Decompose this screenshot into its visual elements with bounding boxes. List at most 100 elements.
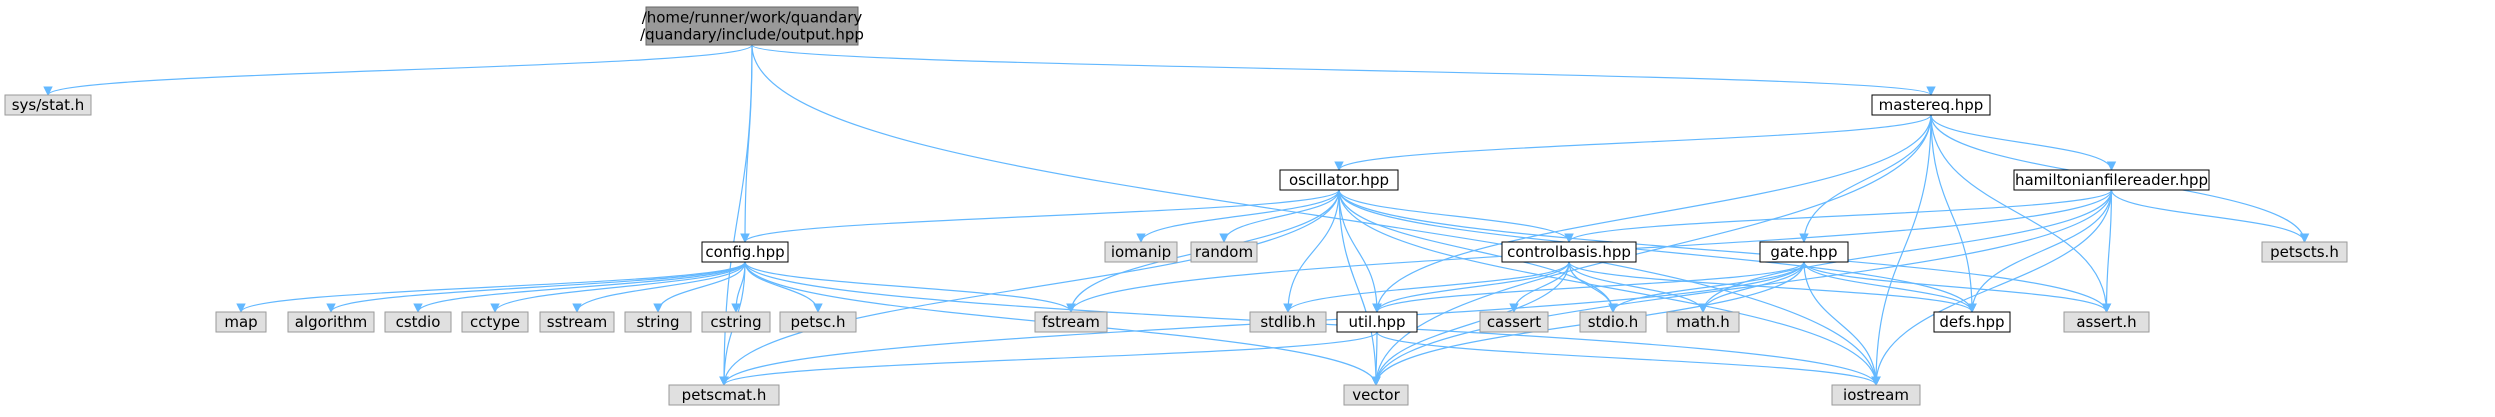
edge-root-to-config — [740, 44, 753, 243]
node-box-math — [1666, 311, 1740, 333]
node-vector: vector — [1343, 384, 1409, 406]
node-root[interactable]: /home/runner/work/quandary/quandary/incl… — [640, 6, 864, 46]
node-stdlib: stdlib.h — [1249, 311, 1327, 333]
edge-gate-to-iostream — [1803, 261, 1881, 386]
node-box-string — [624, 311, 692, 333]
node-label-string: string — [636, 313, 679, 331]
edge-oscillator-to-util — [1338, 189, 1382, 313]
edge-mastereq-to-assert — [1930, 114, 2112, 313]
node-hamiltonian[interactable]: hamiltonianfilereader.hpp — [2013, 169, 2210, 191]
node-label-cstring: cstring — [710, 313, 761, 331]
node-box-random — [1190, 241, 1258, 263]
node-box-fstream — [1034, 311, 1108, 333]
node-oscillator[interactable]: oscillator.hpp — [1279, 169, 1399, 191]
edge-mastereq-to-defs — [1930, 114, 1977, 313]
node-random: random — [1190, 241, 1258, 263]
edge-hamiltonian-to-vector — [1371, 189, 2113, 386]
edge-controlbasis-to-stdlib — [1283, 261, 1570, 313]
node-cstring: cstring — [701, 311, 771, 333]
edge-config-to-cctype — [490, 261, 746, 313]
node-label-cctype: cctype — [470, 313, 520, 331]
node-label-util: util.hpp — [1348, 313, 1405, 331]
edge-gate-to-defs — [1803, 261, 1977, 313]
node-box-stdio — [1579, 311, 1647, 333]
node-box-petscts — [2261, 241, 2348, 263]
node-mastereq[interactable]: mastereq.hpp — [1871, 94, 1991, 116]
node-label-random: random — [1195, 243, 1253, 261]
edge-controlbasis-to-defs — [1568, 261, 1977, 313]
edge-oscillator-to-controlbasis — [1338, 189, 1574, 243]
node-label-sysstat: sys/stat.h — [12, 96, 85, 114]
node-fstream: fstream — [1034, 311, 1108, 333]
node-label-defs: defs.hpp — [1939, 313, 2004, 331]
node-gate[interactable]: gate.hpp — [1759, 241, 1849, 263]
node-sstream: sstream — [539, 311, 615, 333]
node-label-root-line-1: /quandary/include/output.hpp — [640, 26, 864, 44]
node-box-hamiltonian — [2013, 169, 2210, 191]
node-label-cstdio: cstdio — [396, 313, 441, 331]
node-box-cassert — [1479, 311, 1549, 333]
node-stdio: stdio.h — [1579, 311, 1647, 333]
node-petsch: petsc.h — [779, 311, 857, 333]
node-defs[interactable]: defs.hpp — [1933, 311, 2011, 333]
edge-gate-to-util — [1372, 261, 1805, 313]
node-math: math.h — [1666, 311, 1740, 333]
node-box-iostream — [1831, 384, 1921, 406]
edge-oscillator-to-stdio — [1338, 189, 1618, 313]
edge-mastereq-to-vector — [1371, 114, 1932, 386]
edge-oscillator-to-iomanip — [1136, 189, 1340, 243]
node-petscts: petscts.h — [2261, 241, 2348, 263]
edge-hamiltonian-to-controlbasis — [1564, 189, 2113, 243]
node-label-algorithm: algorithm — [295, 313, 367, 331]
node-config[interactable]: config.hpp — [701, 241, 789, 263]
node-iostream: iostream — [1831, 384, 1921, 406]
edge-hamiltonian-to-assert — [2101, 189, 2113, 313]
edge-mastereq-to-util — [1372, 114, 1932, 313]
node-label-math: math.h — [1676, 313, 1729, 331]
edge-config-to-map — [236, 261, 746, 313]
edge-mastereq-to-gate — [1799, 114, 1932, 243]
edge-root-to-mastereq — [751, 44, 1936, 96]
node-box-stdlib — [1249, 311, 1327, 333]
node-cstdio: cstdio — [384, 311, 452, 333]
node-label-controlbasis: controlbasis.hpp — [1507, 243, 1631, 261]
node-label-gate: gate.hpp — [1770, 243, 1837, 261]
edge-config-to-cstdio — [413, 261, 746, 313]
node-label-assert: assert.h — [2076, 313, 2136, 331]
edge-controlbasis-to-vector — [1371, 261, 1570, 386]
node-iomanip: iomanip — [1104, 241, 1178, 263]
edge-hamiltonian-to-iostream — [1871, 189, 2113, 386]
node-box-gate — [1759, 241, 1849, 263]
node-algorithm: algorithm — [287, 311, 375, 333]
node-box-map — [215, 311, 267, 333]
edge-controlbasis-to-math — [1568, 261, 1708, 313]
node-box-sstream — [539, 311, 615, 333]
node-util[interactable]: util.hpp — [1336, 311, 1418, 333]
edge-gate-to-assert — [1803, 261, 2112, 313]
node-cctype: cctype — [461, 311, 529, 333]
edge-hamiltonian-to-defs — [1967, 189, 2113, 313]
node-label-petscmat: petscmat.h — [682, 386, 767, 404]
edge-oscillator-to-random — [1219, 189, 1340, 243]
node-string: string — [624, 311, 692, 333]
node-box-mastereq — [1871, 94, 1991, 116]
node-label-fstream: fstream — [1042, 313, 1100, 331]
edge-oscillator-to-assert — [1338, 189, 2112, 313]
node-controlbasis[interactable]: controlbasis.hpp — [1501, 241, 1637, 263]
node-label-stdlib: stdlib.h — [1260, 313, 1315, 331]
node-label-stdio: stdio.h — [1588, 313, 1639, 331]
node-sysstat: sys/stat.h — [4, 94, 92, 116]
node-box-sysstat — [4, 94, 92, 116]
node-label-petscts: petscts.h — [2270, 243, 2339, 261]
edge-mastereq-to-oscillator — [1334, 114, 1932, 171]
node-box-config — [701, 241, 789, 263]
edge-hamiltonian-to-petscts — [2110, 189, 2310, 243]
node-label-map: map — [224, 313, 257, 331]
node-assert: assert.h — [2063, 311, 2150, 333]
node-box-cctype — [461, 311, 529, 333]
edge-root-to-iostream — [751, 44, 1881, 386]
node-box-controlbasis — [1501, 241, 1637, 263]
edge-oscillator-to-vector — [1338, 189, 1381, 386]
node-box-vector — [1343, 384, 1409, 406]
